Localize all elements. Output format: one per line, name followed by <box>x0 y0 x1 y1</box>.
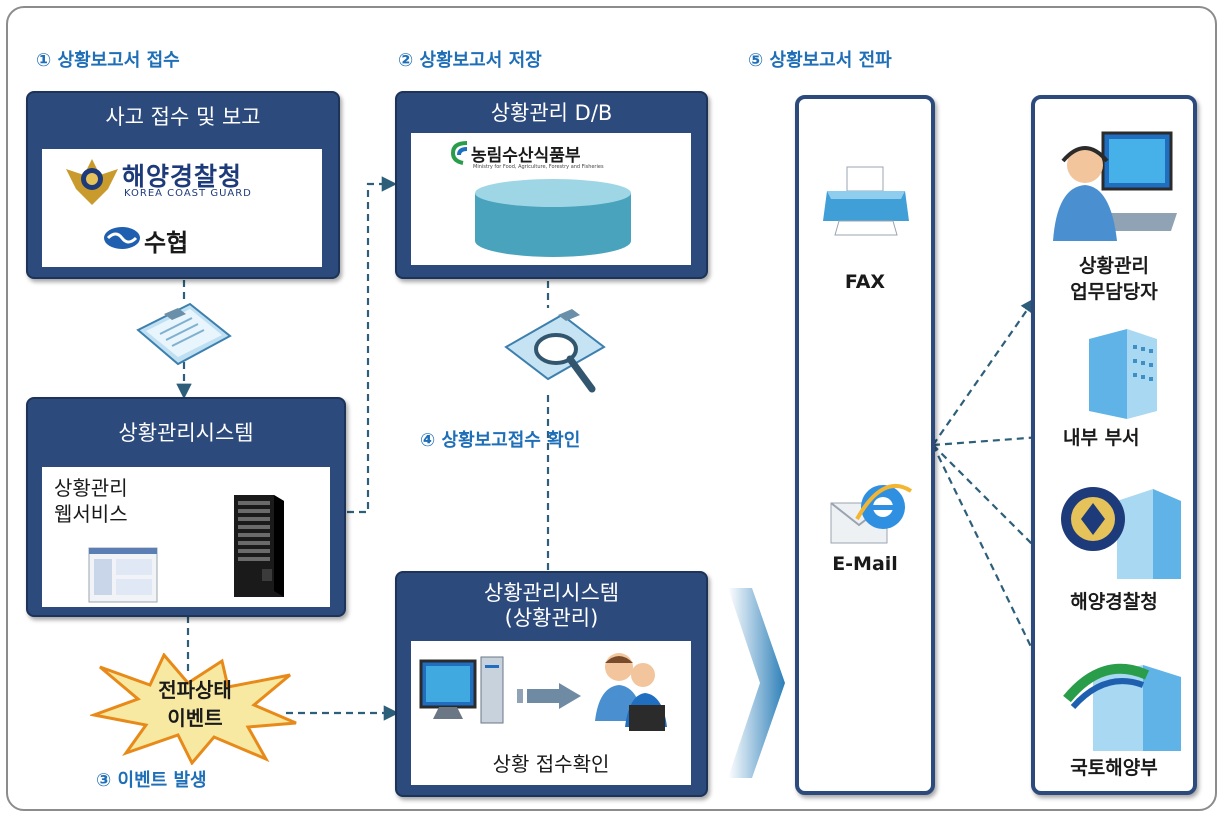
event-burst-label: 전파상태 이벤트 <box>158 678 232 730</box>
connector-email-to-operator <box>932 297 1036 446</box>
coast-guard-building-icon <box>1061 487 1181 579</box>
operator-desk-icon <box>1053 131 1177 241</box>
step-1-label: ① 상황보고서 접수 <box>36 50 180 71</box>
fax-printer-icon <box>823 166 909 236</box>
email-label: E-Mail <box>832 553 898 575</box>
ministry-logo-icon <box>450 141 468 165</box>
suhyup-logo-text: 수협 <box>144 229 189 257</box>
channel-column: FAX E-Mail <box>795 95 935 795</box>
situation-system-panel: 상황관리시스템 상황관리 웹서비스 <box>26 397 346 617</box>
coast-guard-label: 해양경찰청 <box>1070 591 1158 613</box>
diagram-frame <box>6 6 1217 811</box>
flow-chevron <box>728 588 785 778</box>
email-envelope-icon <box>830 484 913 544</box>
situation-system-title: 상황관리시스템 <box>118 421 254 445</box>
confirm-caption: 상황 접수확인 <box>492 752 610 776</box>
event-burst-shape <box>90 653 297 765</box>
coast-guard-emblem-icon <box>66 159 118 205</box>
ministry-building-icon <box>1063 663 1181 751</box>
operators-icon <box>595 653 667 731</box>
operator-label: 상황관리 업무담당자 <box>1070 255 1158 303</box>
report-intake-title: 사고 접수 및 보고 <box>105 105 261 129</box>
internal-dept-label: 내부 부서 <box>1063 427 1140 449</box>
situation-system-inner: 상황관리 웹서비스 <box>42 467 330 607</box>
transfer-arrow-icon <box>517 683 581 709</box>
report-intake-panel: 사고 접수 및 보고 해양경찰청 KOREA COAST GUARD 수협 <box>26 91 340 279</box>
suhyup-logo-icon <box>104 227 140 249</box>
coast-guard-logo-english: KOREA COAST GUARD <box>124 188 252 199</box>
step-2-label: ② 상황보고서 저장 <box>398 50 542 71</box>
report-intake-logos: 해양경찰청 KOREA COAST GUARD 수협 <box>42 149 322 267</box>
connector-email-to-ministry <box>932 444 1054 693</box>
recipient-column: 상황관리 업무담당자 내부 부서 해양경찰청 국토해양부 <box>1031 95 1197 795</box>
situation-db-panel: 상황관리 D/B 농림수산식품부 Ministry for Food, Agri… <box>395 91 708 279</box>
step-5-label: ⑤ 상황보고서 전파 <box>748 50 892 71</box>
internal-building-icon <box>1089 329 1157 419</box>
ministry-label: 국토해양부 <box>1070 757 1158 779</box>
fax-label: FAX <box>844 271 886 293</box>
workstation-icon <box>419 656 504 724</box>
situation-db-title: 상황관리 D/B <box>490 101 613 125</box>
clipboard-icon <box>136 302 232 366</box>
ministry-logo-subtext: Ministry for Food, Agriculture, Forestry… <box>473 164 604 170</box>
server-tower-icon <box>234 495 284 597</box>
confirm-panel: 상황관리시스템 (상황관리) 상황 접수확인 <box>395 571 708 797</box>
step-4-label: ④ 상황보고접수 확인 <box>420 430 581 451</box>
confirm-panel-inner: 상황 접수확인 <box>411 641 691 785</box>
web-service-label: 상황관리 웹서비스 <box>54 476 128 526</box>
situation-db-inner: 농림수산식품부 Ministry for Food, Agriculture, … <box>411 133 691 265</box>
step-3-label: ③ 이벤트 발생 <box>96 770 207 791</box>
search-report-icon <box>504 309 606 393</box>
coast-guard-logo-text: 해양경찰청 <box>122 162 243 191</box>
web-screen-icon <box>88 547 158 603</box>
confirm-panel-title: 상황관리시스템 (상황관리) <box>483 581 620 630</box>
ministry-logo-text: 농림수산식품부 <box>471 146 581 166</box>
connector-system-to-db <box>347 176 398 514</box>
database-cylinder-icon <box>475 179 631 257</box>
